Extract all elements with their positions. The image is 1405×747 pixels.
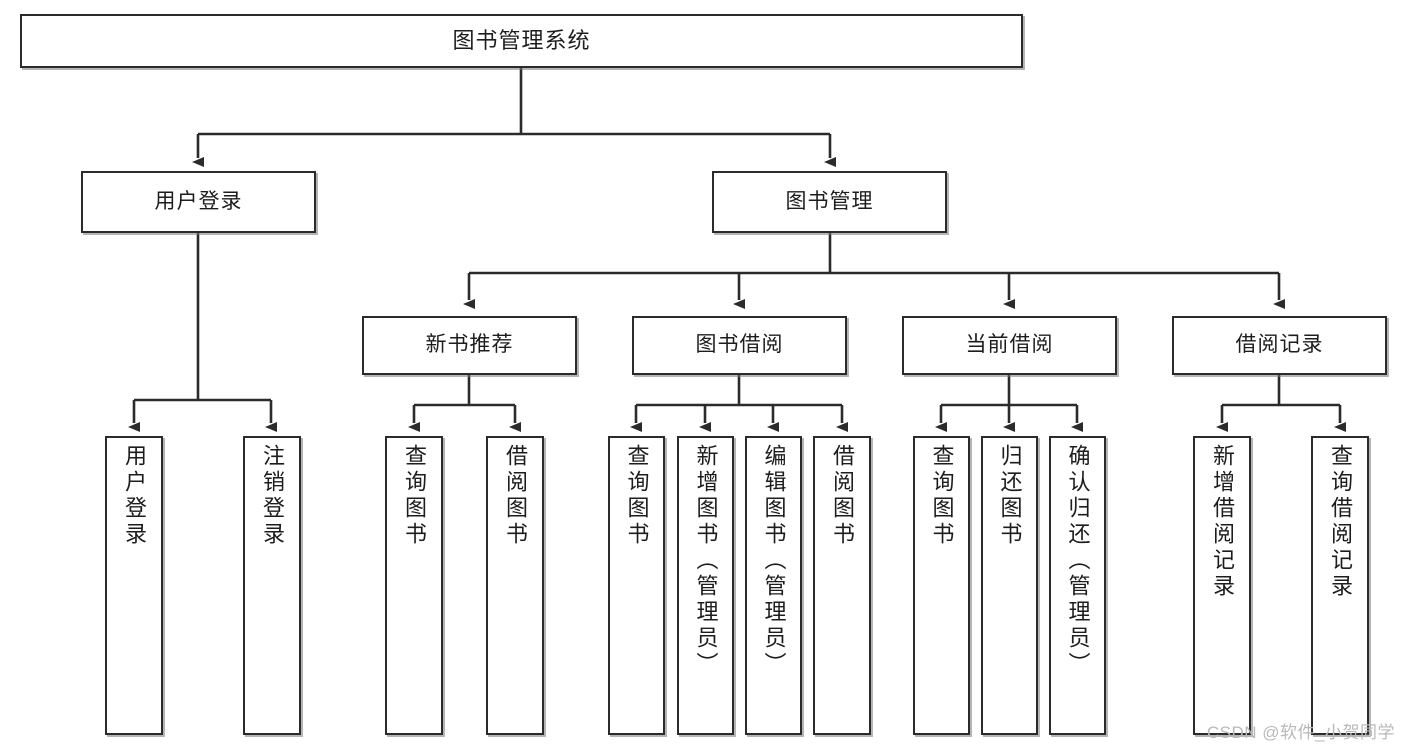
node-label: 图书借阅 bbox=[695, 333, 784, 357]
node-label: 查询图书 bbox=[402, 444, 427, 548]
node-label: 用户登录 bbox=[154, 189, 243, 213]
leaf-current-query-book[interactable]: 查询图书 bbox=[913, 436, 970, 735]
node-label: 新增图书（管理员） bbox=[693, 444, 719, 678]
node-label: 查询借阅记录 bbox=[1328, 444, 1353, 600]
node-current-borrow[interactable]: 当前借阅 bbox=[902, 316, 1117, 375]
leaf-borrow-query-book[interactable]: 查询图书 bbox=[608, 436, 665, 735]
leaf-user-login-login[interactable]: 用户登录 bbox=[105, 436, 163, 735]
node-book-management[interactable]: 图书管理 bbox=[712, 171, 947, 233]
node-user-login[interactable]: 用户登录 bbox=[81, 171, 316, 233]
node-borrow-record[interactable]: 借阅记录 bbox=[1172, 316, 1387, 375]
node-book-borrow[interactable]: 图书借阅 bbox=[632, 316, 847, 375]
node-label: 借阅图书 bbox=[503, 444, 528, 548]
node-label: 注销登录 bbox=[260, 444, 285, 548]
node-label: 确认归还（管理员） bbox=[1065, 444, 1091, 678]
node-label: 新增借阅记录 bbox=[1210, 444, 1235, 600]
node-label: 查询图书 bbox=[624, 444, 650, 548]
leaf-record-query-borrow-record[interactable]: 查询借阅记录 bbox=[1311, 436, 1369, 735]
leaf-borrow-add-book-admin[interactable]: 新增图书（管理员） bbox=[677, 436, 734, 735]
leaf-new-book-borrow[interactable]: 借阅图书 bbox=[486, 436, 544, 735]
node-book-management-system[interactable]: 图书管理系统 bbox=[20, 14, 1023, 68]
leaf-current-return-book[interactable]: 归还图书 bbox=[981, 436, 1038, 735]
leaf-user-login-logout[interactable]: 注销登录 bbox=[243, 436, 301, 735]
node-label: 编辑图书（管理员） bbox=[761, 444, 787, 678]
node-label: 图书管理 bbox=[785, 189, 874, 213]
node-label: 借阅记录 bbox=[1235, 333, 1324, 357]
node-label: 用户登录 bbox=[122, 444, 147, 548]
node-new-book-recommend[interactable]: 新书推荐 bbox=[362, 316, 577, 375]
leaf-borrow-edit-book-admin[interactable]: 编辑图书（管理员） bbox=[745, 436, 802, 735]
leaf-record-add-borrow-record[interactable]: 新增借阅记录 bbox=[1193, 436, 1251, 735]
node-label: 当前借阅 bbox=[965, 333, 1054, 357]
node-label: 图书管理系统 bbox=[452, 28, 591, 54]
node-label: 新书推荐 bbox=[425, 333, 514, 357]
leaf-borrow-borrow-book[interactable]: 借阅图书 bbox=[813, 436, 871, 735]
leaf-new-book-query[interactable]: 查询图书 bbox=[385, 436, 443, 735]
node-label: 借阅图书 bbox=[830, 444, 855, 548]
node-label: 查询图书 bbox=[929, 444, 955, 548]
node-label: 归还图书 bbox=[997, 444, 1023, 548]
leaf-current-confirm-return-admin[interactable]: 确认归还（管理员） bbox=[1049, 436, 1106, 735]
